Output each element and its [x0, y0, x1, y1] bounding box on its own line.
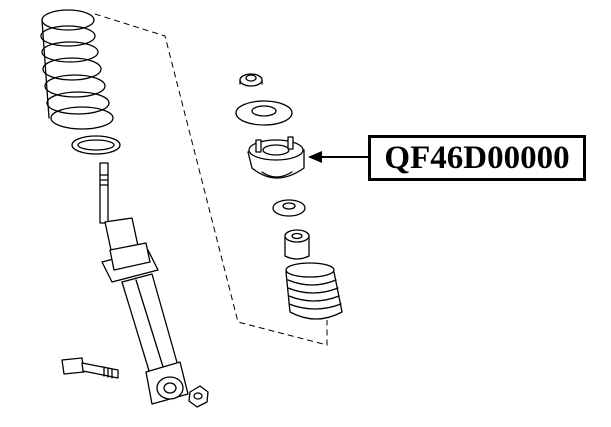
- mounting-bolt: [61, 357, 119, 379]
- lower-eye-mount: [145, 361, 189, 405]
- top-nut: [239, 73, 263, 87]
- bump-stop-washer: [272, 199, 306, 217]
- piston-rod: [99, 162, 109, 224]
- strut-top-mount: [247, 136, 305, 179]
- spring-seat-ring: [71, 135, 121, 155]
- bump-stop: [284, 229, 310, 260]
- coil-spring: [40, 9, 114, 130]
- callout-arrow: [308, 151, 369, 163]
- lock-nut: [188, 385, 209, 408]
- dust-boot: [285, 262, 343, 320]
- upper-washer: [235, 100, 293, 126]
- part-number-label: QF46D00000: [368, 135, 586, 181]
- shock-absorber-body: [101, 217, 179, 375]
